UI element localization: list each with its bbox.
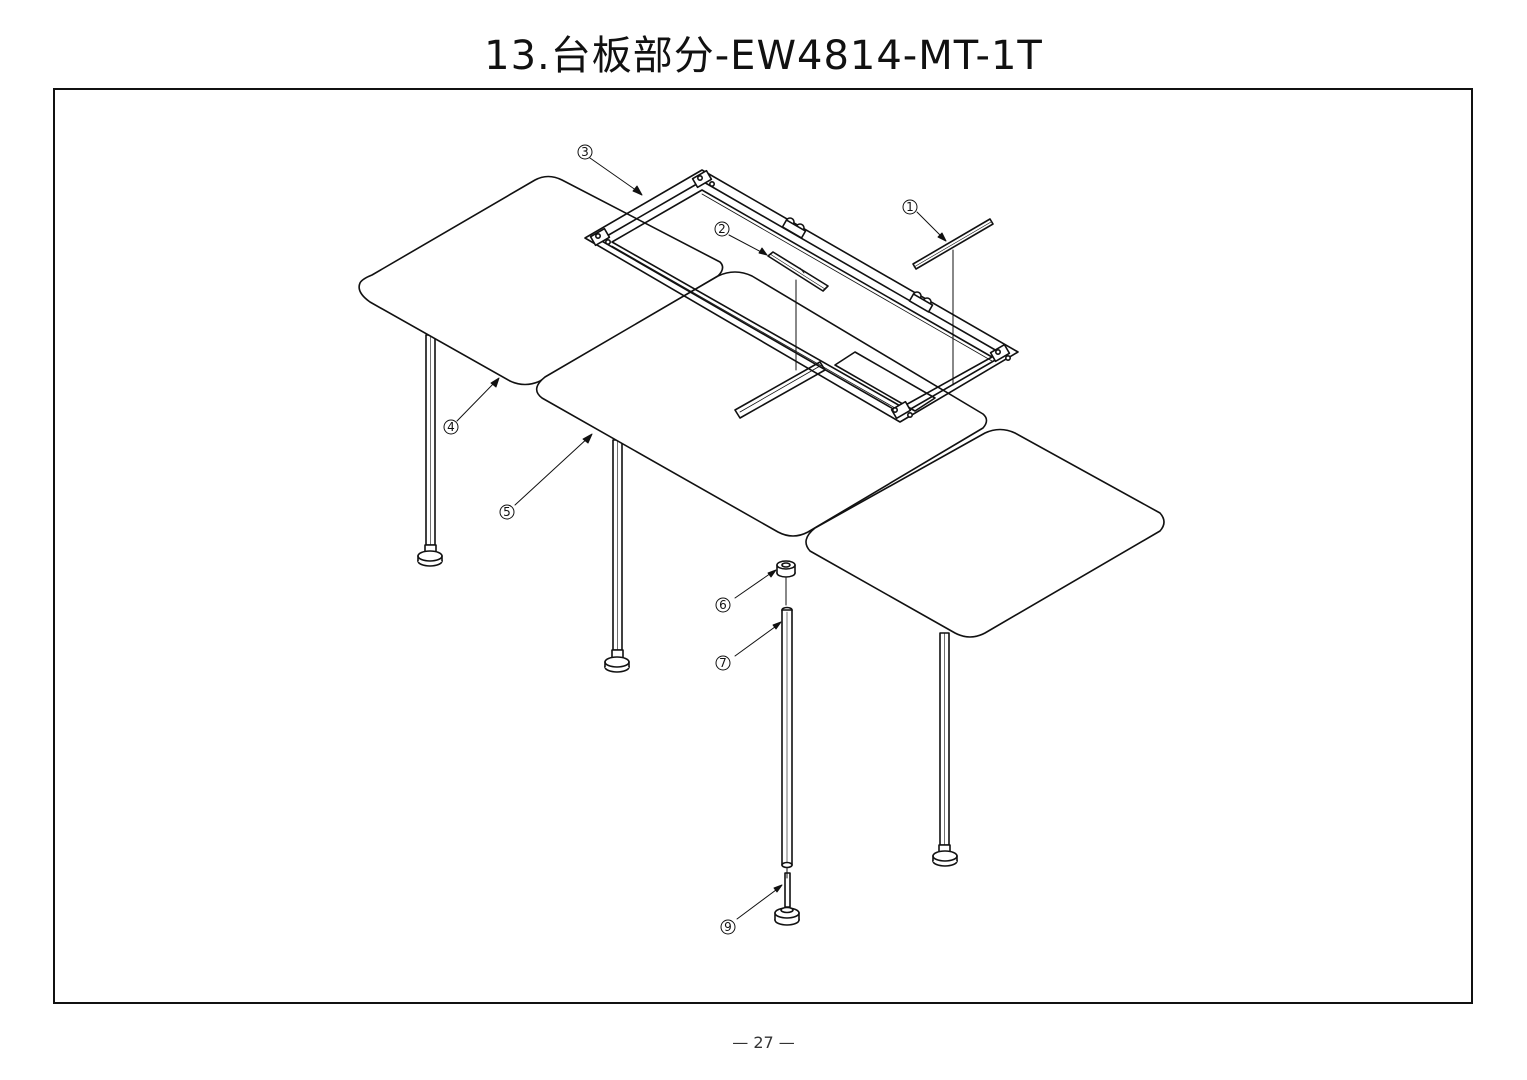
callout-3: 3 [581,145,589,159]
leader-lines [456,157,947,920]
part-1-bar [912,218,994,270]
page-title: 13.台板部分-EW4814-MT-1T [484,33,1043,79]
page-number: — 27 — [732,1033,795,1052]
drawing-frame [53,88,1473,1004]
part-6-cap [776,560,796,578]
callout-labels: 3 1 2 4 5 6 7 9 [447,145,914,934]
right-table-top [805,428,1165,638]
callout-7: 7 [719,656,727,670]
callout-6: 6 [719,598,727,612]
table-leg-middle [604,439,630,673]
callout-9: 9 [724,920,732,934]
callout-circles [443,144,918,935]
left-table-top [358,175,724,386]
callout-5: 5 [503,505,511,519]
table-leg-right [932,632,958,867]
assembly-guide-lines [785,249,954,879]
part-7-leg-tube [781,606,793,869]
table-leg-left [417,334,443,567]
callout-1: 1 [906,200,914,214]
callout-2: 2 [718,222,726,236]
part-2-rod [767,251,829,292]
frame-assembly [584,169,1019,423]
part-9-foot [774,872,800,926]
callout-4: 4 [447,420,455,434]
